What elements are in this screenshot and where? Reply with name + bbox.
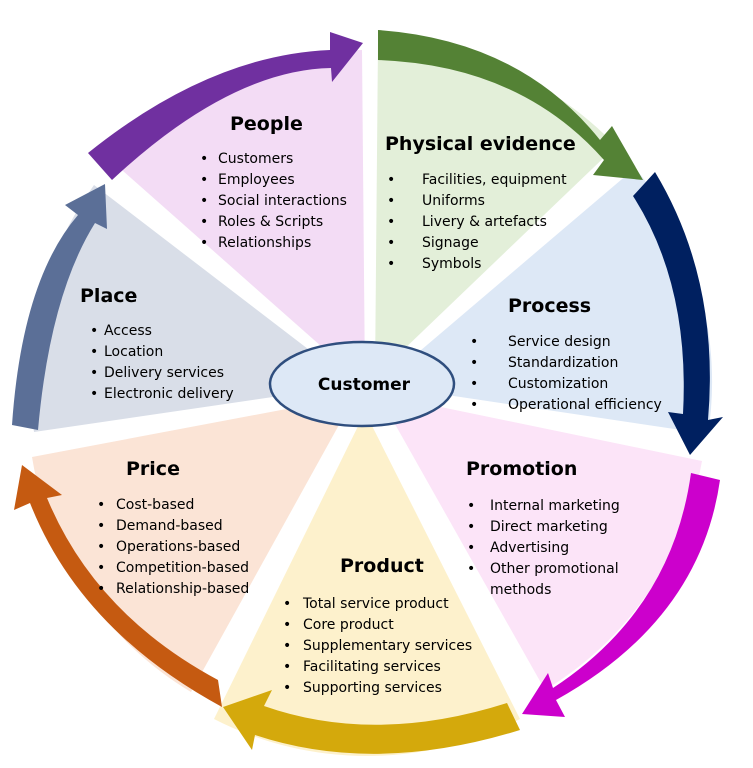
segment-item: Other promotional methods [490, 561, 623, 598]
center-hub: Customer [268, 340, 456, 428]
segment-product: Product • Total service product • Core p… [283, 555, 472, 696]
bullet: • [90, 323, 98, 339]
segment-item: Customization [508, 376, 608, 392]
segment-item: Internal marketing [490, 498, 620, 514]
segment-item: Competition-based [116, 560, 249, 576]
segment-price: Price • Cost-based • Demand-based • Oper… [97, 458, 249, 597]
segment-item: Standardization [508, 355, 618, 371]
segment-people: People • Customers • Employees • Social … [200, 113, 347, 251]
segment-item-line: methods [490, 582, 551, 598]
wedge-people [114, 50, 365, 385]
bullet: • [283, 596, 291, 612]
segment-item: Social interactions [218, 193, 347, 209]
segment-process: Process • Service design • Standardizati… [470, 295, 662, 413]
segment-item: Core product [303, 617, 394, 633]
segment-item: Delivery services [104, 365, 224, 381]
segment-title-promotion: Promotion [466, 458, 577, 480]
segment-item: Livery & artefacts [422, 214, 547, 230]
segment-item: Signage [422, 235, 479, 251]
bullet: • [387, 172, 395, 188]
arrow-product [223, 690, 520, 754]
segment-item: Direct marketing [490, 519, 608, 535]
arrow-physical-evidence [378, 30, 643, 180]
bullet: • [283, 659, 291, 675]
bullet: • [467, 519, 475, 535]
wedge-process [380, 168, 713, 434]
segment-item: Access [104, 323, 152, 339]
segment-item: Operational efficiency [508, 397, 662, 413]
bullet: • [200, 235, 208, 251]
segment-item: Relationships [218, 235, 311, 251]
bullet: • [470, 334, 478, 350]
segment-item: Customers [218, 151, 293, 167]
bullet: • [200, 172, 208, 188]
segment-title-process: Process [508, 295, 591, 317]
segment-title-people: People [230, 113, 303, 135]
bullet: • [467, 540, 475, 556]
segment-item: Symbols [422, 256, 481, 272]
segment-item: Relationship-based [116, 581, 249, 597]
wedge-product [214, 412, 520, 756]
segment-item: Advertising [490, 540, 569, 556]
segment-title-physical-evidence: Physical evidence [385, 133, 576, 155]
segment-item: Facilities, equipment [422, 172, 567, 188]
bullet: • [90, 386, 98, 402]
arrow-place [12, 184, 107, 430]
segment-item: Total service product [302, 596, 449, 612]
segment-item: Service design [508, 334, 611, 350]
bullet: • [387, 193, 395, 209]
segment-promotion: Promotion • Internal marketing • Direct … [466, 458, 623, 598]
segment-item: Uniforms [422, 193, 485, 209]
bullet: • [200, 214, 208, 230]
bullet: • [90, 365, 98, 381]
segment-item: Location [104, 344, 163, 360]
arrow-price [14, 465, 222, 707]
wedge-promotion [378, 394, 702, 690]
segment-item: Employees [218, 172, 295, 188]
bullet: • [470, 355, 478, 371]
center-ellipse [268, 340, 456, 428]
bullet: • [90, 344, 98, 360]
bullet: • [283, 638, 291, 654]
arrow-process [633, 172, 723, 455]
segment-wedges [30, 42, 713, 756]
bullet: • [467, 498, 475, 514]
segment-place: Place • Access • Location • Delivery ser… [80, 285, 234, 402]
segment-title-place: Place [80, 285, 137, 307]
segment-physical-evidence: Physical evidence • Facilities, equipmen… [385, 133, 576, 272]
center-label: Customer [318, 375, 411, 395]
bullet: • [97, 497, 105, 513]
bullet: • [470, 376, 478, 392]
ring-arrows [12, 30, 723, 754]
bullet: • [387, 256, 395, 272]
bullet: • [467, 561, 475, 577]
bullet: • [200, 151, 208, 167]
segment-item: Electronic delivery [104, 386, 234, 402]
arrow-people [88, 32, 363, 180]
bullet: • [200, 193, 208, 209]
bullet: • [283, 617, 291, 633]
segment-item-line: Other promotional [490, 561, 619, 577]
segment-title-product: Product [340, 555, 424, 577]
segment-item: Facilitating services [303, 659, 441, 675]
bullet: • [387, 235, 395, 251]
segment-item: Cost-based [116, 497, 194, 513]
segment-item: Demand-based [116, 518, 223, 534]
bullet: • [97, 560, 105, 576]
segment-item: Roles & Scripts [218, 214, 323, 230]
bullet: • [283, 680, 291, 696]
bullet: • [97, 539, 105, 555]
wedge-physical-evidence [375, 42, 616, 377]
segment-text: People • Customers • Employees • Social … [80, 113, 662, 696]
bullet: • [387, 214, 395, 230]
segment-item: Operations-based [116, 539, 240, 555]
segment-item: Supplementary services [303, 638, 472, 654]
bullet: • [97, 581, 105, 597]
segment-item: Supporting services [303, 680, 442, 696]
arrow-promotion [522, 473, 720, 717]
bullet: • [97, 518, 105, 534]
bullet: • [470, 397, 478, 413]
segment-title-price: Price [126, 458, 180, 480]
